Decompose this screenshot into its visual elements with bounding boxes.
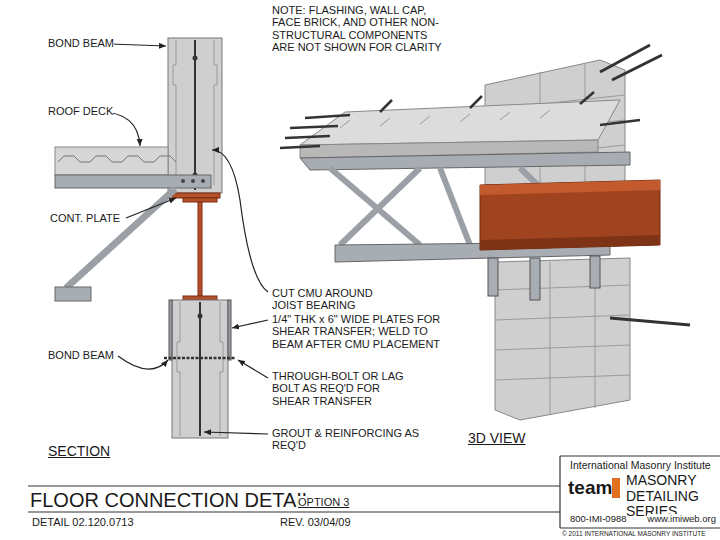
section-roof-deck — [201, 179, 205, 183]
section-roof-deck — [58, 156, 176, 162]
leader-line — [118, 356, 168, 369]
web-address: www.imiweb.org — [647, 514, 716, 525]
sheet-frame — [28, 485, 560, 486]
logo-text: team — [568, 477, 612, 498]
leader-line — [238, 360, 268, 378]
section-lower-wall — [228, 300, 231, 360]
callout-label: ROOF DECK — [48, 105, 113, 117]
callout-label: BOND BEAM — [48, 37, 114, 49]
section-roof-deck — [55, 287, 91, 301]
section-lower-wall — [164, 357, 236, 360]
leader-line — [232, 320, 268, 328]
3d-lower-wall — [488, 256, 690, 420]
section-steel-beam — [183, 198, 217, 300]
3d-floor-slab — [580, 92, 594, 104]
3d-floor-slab — [380, 100, 392, 112]
3d-floor-slab — [300, 100, 620, 145]
3d-lower-wall — [495, 258, 630, 420]
3d-floor-slab — [305, 115, 350, 118]
3d-lower-wall — [488, 258, 498, 296]
revision-date: REV. 03/04/09 — [280, 516, 351, 528]
3d-floor-slab — [280, 146, 320, 148]
section-lower-wall — [199, 302, 201, 436]
callout-label: CUT CMU AROUND JOIST BEARING — [272, 287, 392, 312]
leader-line — [212, 150, 268, 292]
section-upper-wall — [168, 38, 222, 193]
leader-line — [126, 198, 176, 218]
leader-line — [204, 432, 268, 434]
sheet-frame — [28, 456, 720, 528]
callout-label: BOND BEAM — [48, 349, 114, 361]
section-upper-wall — [193, 56, 198, 61]
callout-label: THROUGH-BOLT OR LAG BOLT AS REQ'D FOR SH… — [272, 370, 412, 407]
section-lower-wall — [164, 300, 236, 438]
section-lower-wall — [177, 302, 223, 436]
section-steel-beam — [198, 202, 202, 296]
3d-steel-beam — [480, 180, 660, 250]
org-name: International Masonry Institute — [570, 460, 711, 472]
sheet-frame — [28, 511, 560, 512]
option-label: OPTION 3 — [298, 496, 349, 508]
3d-steel-beam — [480, 180, 660, 195]
section-roof-deck — [181, 179, 185, 183]
phone-number: 800-IMI-0988 — [570, 514, 627, 525]
section-upper-wall — [168, 38, 222, 193]
3d-floor-slab — [280, 92, 640, 148]
3d-floor-slab — [300, 152, 630, 170]
3d-joist-web — [340, 168, 420, 245]
callout-label: CONT. PLATE — [50, 212, 120, 224]
leader-line — [110, 44, 166, 46]
3d-joist-web — [440, 168, 470, 245]
3d-lower-wall — [530, 258, 540, 300]
3d-joist-web — [330, 168, 420, 245]
section-roof-deck — [191, 179, 195, 183]
section-roof-deck — [55, 175, 211, 188]
section-roof-deck — [172, 193, 220, 198]
section-lower-wall — [198, 314, 203, 319]
3d-lower-wall — [590, 256, 600, 288]
callout-label: GROUT & REINFORCING AS REQ'D — [272, 427, 442, 452]
3d-lower-wall — [495, 260, 630, 415]
3d-upper-wall — [600, 45, 650, 72]
sheet-frame — [560, 455, 720, 456]
leader-line — [100, 44, 268, 434]
section-roof-deck — [66, 189, 175, 288]
3d-floor-slab — [285, 136, 330, 138]
view-title: SECTION — [48, 444, 110, 460]
section-lower-wall — [169, 300, 172, 360]
3d-steel-beam — [480, 235, 660, 250]
3d-steel-beam — [480, 180, 660, 250]
3d-floor-slab — [340, 110, 550, 128]
section-lower-wall — [172, 300, 228, 438]
3d-lower-wall — [610, 318, 690, 325]
note-text: NOTE: FLASHING, WALL CAP, FACE BRICK, AN… — [272, 4, 444, 53]
sheet-frame — [559, 456, 560, 528]
section-upper-wall — [194, 40, 196, 190]
detail-number: DETAIL 02.120.0713 — [32, 516, 134, 528]
sheet-frame — [560, 527, 720, 528]
callout-label: 1/4" THK x 6" WIDE PLATES FOR SHEAR TRAN… — [272, 313, 462, 350]
3d-floor-slab — [600, 120, 640, 125]
section-steel-beam — [183, 198, 217, 202]
series-name: MASONRY DETAILING SERIES — [626, 473, 716, 520]
3d-upper-wall — [612, 55, 662, 80]
3d-floor-slab — [470, 96, 482, 108]
sheet-title: FLOOR CONNECTION DETAIL — [30, 489, 313, 511]
view-title: 3D VIEW — [468, 431, 526, 447]
3d-floor-slab — [290, 126, 338, 128]
section-steel-beam — [183, 296, 217, 300]
copyright: © 2011 INTERNATIONAL MASONRY INSTITUTE — [562, 530, 706, 537]
3d-floor-slab — [280, 92, 640, 170]
